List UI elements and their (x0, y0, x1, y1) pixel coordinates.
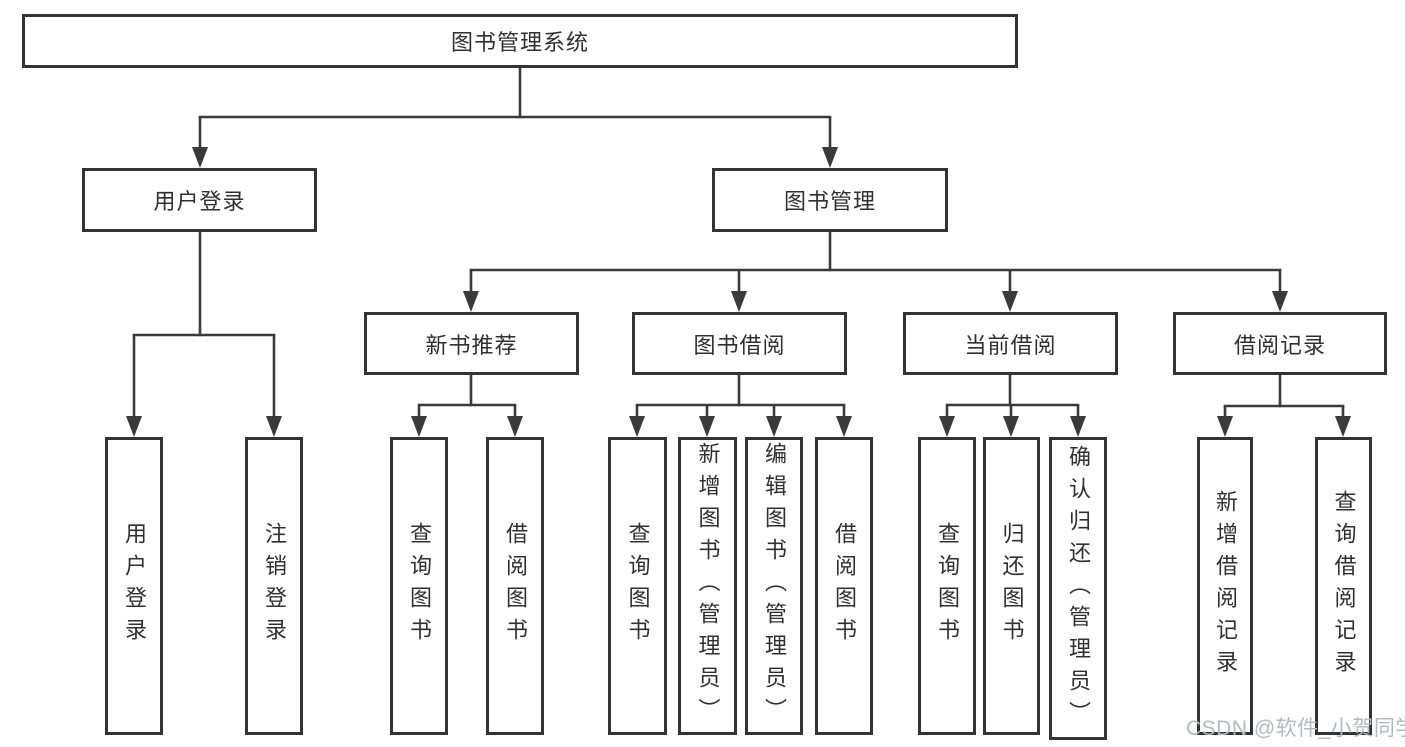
leaf-user-login: 用户登录 (105, 437, 163, 735)
leaf-confirm-return-admin: 确认归还（管理员） (1049, 437, 1107, 740)
node-new-book-recommend: 新书推荐 (364, 312, 579, 375)
leaf-add-book-admin: 新增图书（管理员） (678, 437, 737, 735)
node-borrow-records: 借阅记录 (1173, 312, 1387, 375)
leaf-query-borrow-record: 查询借阅记录 (1315, 437, 1372, 735)
leaf-return-books: 归还图书 (983, 437, 1040, 735)
node-current-borrow: 当前借阅 (903, 312, 1118, 375)
leaf-borrow-books-borrow: 借阅图书 (815, 437, 873, 735)
leaf-add-borrow-record: 新增借阅记录 (1197, 437, 1253, 735)
leaf-query-books-recommend: 查询图书 (390, 437, 448, 735)
leaf-query-books-borrow: 查询图书 (608, 437, 667, 735)
csdn-watermark: CSDN @软件_小贺同学 (1186, 717, 1405, 740)
leaf-query-books-current: 查询图书 (918, 437, 976, 735)
node-root: 图书管理系统 (22, 14, 1018, 68)
node-book-management: 图书管理 (712, 168, 948, 232)
leaf-logout-login: 注销登录 (245, 437, 303, 735)
node-user-login: 用户登录 (82, 168, 317, 232)
leaf-edit-book-admin: 编辑图书（管理员） (745, 437, 803, 735)
leaf-borrow-books-recommend: 借阅图书 (486, 437, 544, 735)
node-book-borrow: 图书借阅 (632, 312, 847, 375)
